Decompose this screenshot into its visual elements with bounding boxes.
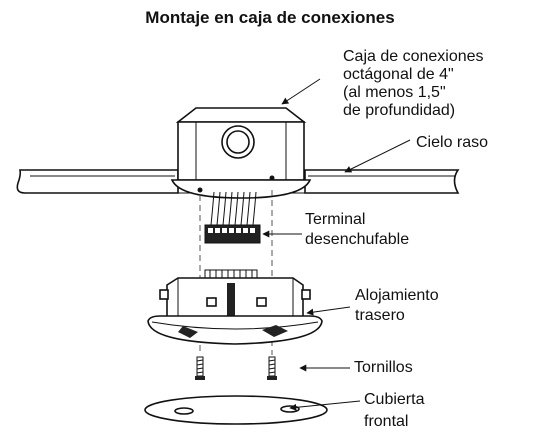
callout-arrows (262, 78, 411, 411)
screw-right (267, 356, 277, 380)
junction-box (170, 107, 312, 199)
wire-bundle (210, 191, 257, 226)
screws-label: Tornillos (354, 359, 413, 376)
ceiling-board (16, 169, 460, 194)
junction-box-label: Caja de conexiones octágonal de 4" (al m… (343, 48, 488, 119)
terminal-label: Terminal desenchufable (305, 211, 409, 248)
screw-left (195, 356, 205, 380)
pluggable-terminal (204, 224, 261, 244)
front-cover (144, 395, 328, 425)
mounting-screws (195, 356, 277, 380)
diagram-title: Montaje en caja de conexiones (145, 8, 394, 27)
ceiling-label: Cielo raso (416, 134, 488, 151)
front-cover-label: Cubierta frontal (364, 391, 429, 430)
rear-housing-label: Alojamiento trasero (355, 287, 443, 324)
rear-housing (147, 269, 323, 345)
